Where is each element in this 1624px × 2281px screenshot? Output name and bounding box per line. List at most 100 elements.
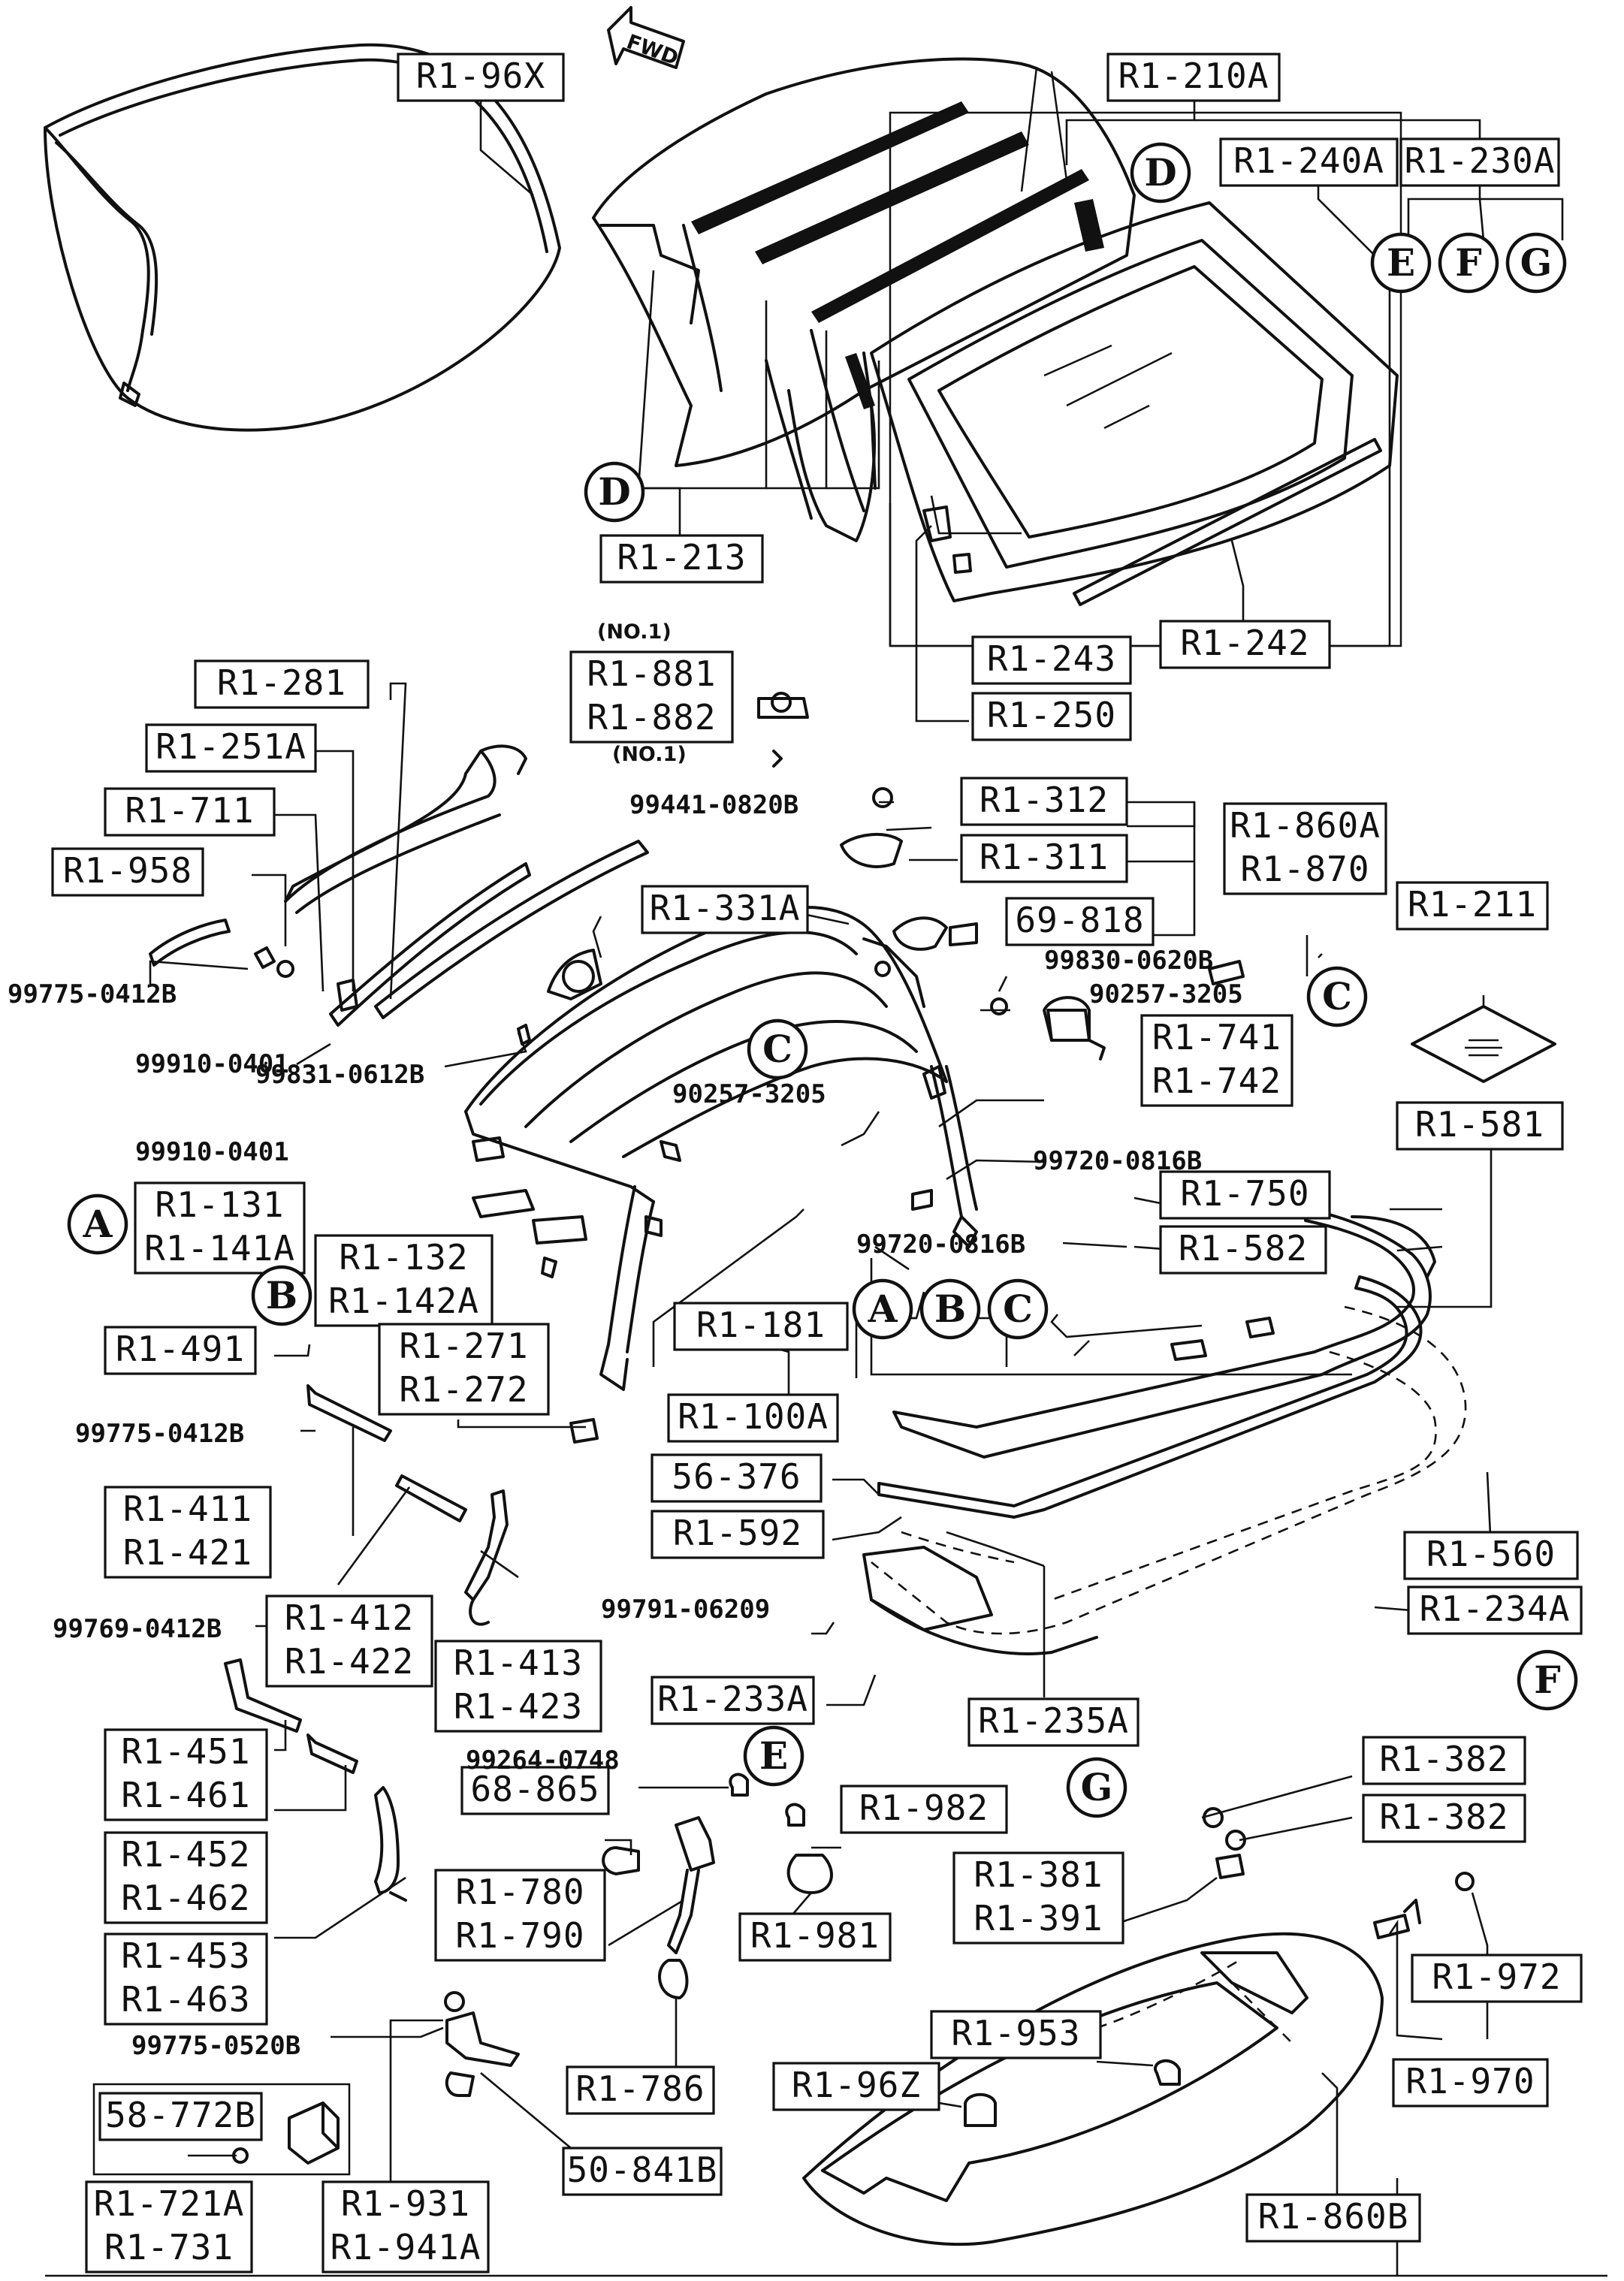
- label-box-frame: [434, 1640, 602, 1733]
- note-no1-top: (NO.1): [597, 620, 672, 644]
- part-number-p99775a: 99775-0412B: [8, 979, 177, 1009]
- label-box-frame: [960, 834, 1128, 883]
- label-box-50-841b: 50-841B: [562, 2147, 723, 2196]
- label-box-frame: [1140, 1014, 1293, 1107]
- label-box-frame: [772, 2062, 940, 2111]
- part-number-p99831: 99831-0612B: [255, 1060, 424, 1090]
- part-label: R1-491: [116, 1329, 245, 1369]
- part-number-p99775c: 99775-0520B: [131, 2031, 300, 2061]
- label-box-r1-100a: R1-100A: [667, 1393, 839, 1443]
- label-box-frame: [194, 659, 370, 709]
- callout-g: G: [1066, 1757, 1127, 1818]
- label-box-r1-250: R1-250: [971, 692, 1132, 741]
- part-label: R1-141A: [144, 1228, 295, 1269]
- label-box-r1-711: R1-711: [104, 787, 276, 837]
- label-box-69-818: 69-818: [1005, 897, 1155, 946]
- label-box-r1-331a: R1-331A: [641, 885, 809, 934]
- part-label: R1-463: [121, 1979, 250, 2020]
- callout-d: D: [584, 461, 645, 523]
- part-label: R1-132: [339, 1237, 468, 1278]
- label-box-r1-96x: R1-96X: [397, 53, 565, 102]
- label-box-frame: [1396, 1101, 1564, 1151]
- part-number-p99910a: 99910-0401: [135, 1049, 289, 1079]
- label-box-r1-235a: R1-235A: [967, 1697, 1140, 1747]
- part-number-p99720b: 99720-0816B: [856, 1230, 1025, 1260]
- part-label: R1-96Z: [792, 2065, 921, 2105]
- part-label: R1-582: [1179, 1228, 1308, 1269]
- part-label: R1-413: [454, 1643, 583, 1683]
- label-box-frame: [1362, 1736, 1526, 1785]
- callout-c: C: [987, 1278, 1049, 1340]
- callout-letter: F: [1455, 240, 1482, 285]
- callout-circle: [1370, 232, 1432, 294]
- label-box-r1-953: R1-953: [930, 2010, 1102, 2059]
- callout-letter: E: [759, 1733, 788, 1778]
- label-box-frame: [599, 534, 764, 584]
- callout-letter: A: [83, 1202, 113, 1246]
- part-label: R1-230A: [1405, 140, 1556, 181]
- part-label: R1-721A: [94, 2183, 245, 2224]
- callout-letter: B: [266, 1273, 297, 1317]
- callout-circle: [747, 1018, 808, 1080]
- part-label: R1-741: [1152, 1017, 1281, 1058]
- callout-c: C: [1306, 966, 1368, 1027]
- label-box-r1-210a: R1-210A: [1106, 53, 1281, 102]
- part-number-p99830: 99830-0620B: [1044, 946, 1213, 976]
- part-label: R1-312: [980, 780, 1109, 820]
- label-box-frame: [98, 2092, 263, 2141]
- label-box-r1-311: R1-311: [960, 834, 1128, 883]
- part-label: R1-181: [696, 1305, 826, 1345]
- part-label: R1-870: [1240, 849, 1369, 889]
- label-box-58-772b: 58-772B: [98, 2092, 263, 2141]
- label-box-frame: [562, 2147, 723, 2196]
- part-label: R1-412: [285, 1598, 414, 1638]
- label-box-frame: [1005, 897, 1155, 946]
- label-box-frame: [641, 885, 809, 934]
- label-box-frame: [104, 787, 276, 837]
- notes: (NO.1) (NO.1): [597, 620, 687, 766]
- link-drawing: [224, 1384, 509, 1902]
- part-label: R1-100A: [678, 1396, 829, 1437]
- part-label: R1-860B: [1258, 2196, 1409, 2237]
- label-box-frame: [104, 1933, 268, 2026]
- part-label: 69-818: [1015, 900, 1144, 940]
- part-label: R1-970: [1405, 2061, 1535, 2101]
- callout-d: D: [1130, 142, 1191, 204]
- part-label: 68-865: [470, 1769, 599, 1809]
- label-box-frame: [1159, 1170, 1331, 1220]
- part-label: R1-240A: [1233, 140, 1384, 181]
- note-no1-bottom: (NO.1): [612, 743, 687, 766]
- label-box-r1-211: R1-211: [1396, 881, 1549, 931]
- part-label: R1-731: [104, 2227, 234, 2267]
- part-number-p90257a: 90257-3205: [1089, 979, 1243, 1009]
- part-drawings: FWD: [44, 6, 1556, 2246]
- callout-letter: E: [1387, 240, 1415, 285]
- label-box-frame: [104, 1831, 268, 1924]
- callout-letter: A: [868, 1287, 898, 1331]
- label-box-frame: [460, 1766, 610, 1815]
- label-box-frame: [952, 1851, 1124, 1945]
- part-label: R1-560: [1426, 1534, 1556, 1574]
- label-box-r1-382a: R1-382: [1362, 1736, 1526, 1785]
- part-label: R1-452: [121, 1834, 250, 1875]
- label-box-frame: [378, 1323, 550, 1416]
- label-box-r1-234a: R1-234A: [1407, 1586, 1583, 1635]
- label-box-r1-958: R1-958: [51, 847, 204, 897]
- part-label: R1-461: [121, 1775, 250, 1815]
- label-box-r1-96z: R1-96Z: [772, 2062, 940, 2111]
- part-label: R1-211: [1408, 884, 1537, 925]
- part-label: R1-941A: [331, 2227, 481, 2267]
- label-box-frame: [960, 777, 1128, 826]
- part-label: R1-233A: [657, 1679, 808, 1719]
- part-label: R1-882: [587, 697, 716, 738]
- part-label: R1-958: [63, 850, 192, 891]
- label-box-r1-181: R1-181: [673, 1302, 849, 1351]
